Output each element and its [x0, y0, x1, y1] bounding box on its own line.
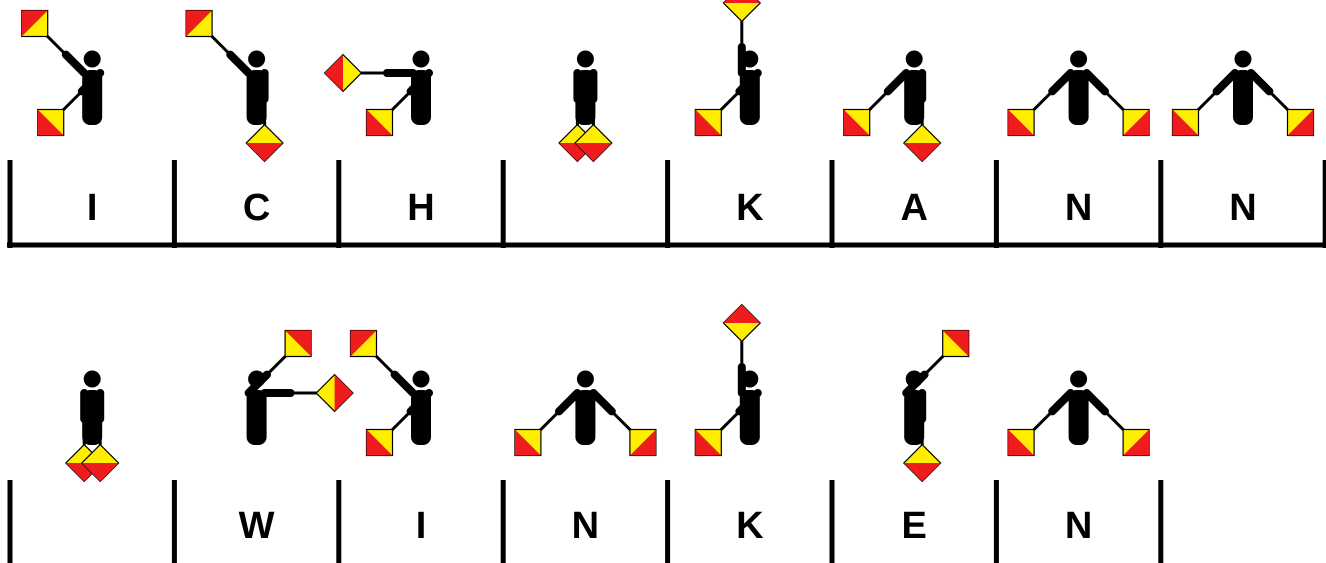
- cell-letter: N: [572, 505, 599, 547]
- cell-letter: W: [239, 505, 275, 547]
- flag: [630, 429, 656, 455]
- semaphore-figure: [1173, 51, 1314, 136]
- semaphore-figure: [559, 51, 612, 162]
- cell-letter: N: [1065, 187, 1092, 229]
- cell-letter: N: [1229, 187, 1256, 229]
- flag: [723, 305, 760, 342]
- flag: [367, 429, 393, 455]
- figure-head: [413, 51, 430, 68]
- semaphore-cell: I: [351, 331, 431, 547]
- flag: [904, 125, 941, 162]
- semaphore-figure: [844, 51, 941, 162]
- figure-head: [906, 51, 923, 68]
- semaphore-cell: E: [902, 331, 969, 547]
- semaphore-figure: [351, 331, 431, 456]
- semaphore-figure: [1008, 371, 1149, 456]
- flag: [38, 109, 64, 135]
- semaphore-cell: K: [695, 305, 764, 547]
- cell-letter: K: [736, 187, 764, 229]
- semaphore-cell: [559, 51, 612, 162]
- figure-head: [1070, 51, 1087, 68]
- flag: [1123, 109, 1149, 135]
- cell-letter: N: [1065, 505, 1092, 547]
- semaphore-figure: [325, 51, 431, 136]
- flag: [325, 55, 362, 92]
- semaphore-cell: C: [186, 11, 283, 229]
- semaphore-figure: [904, 331, 969, 482]
- figure-body: [1069, 390, 1089, 445]
- figure-head: [1235, 51, 1252, 68]
- flag: [1008, 109, 1034, 135]
- flag: [351, 331, 377, 357]
- figure-head: [84, 51, 101, 68]
- cell-letter: E: [902, 505, 927, 547]
- cell-letter: A: [900, 187, 927, 229]
- figure-body: [575, 390, 595, 445]
- semaphore-figure: [1008, 51, 1149, 136]
- semaphore-figure: [186, 11, 283, 162]
- flag: [844, 109, 870, 135]
- semaphore-cell: N: [1008, 51, 1149, 230]
- flag: [1008, 429, 1034, 455]
- figure-head: [577, 371, 594, 388]
- flag: [695, 429, 721, 455]
- flag: [943, 331, 969, 357]
- semaphore-cell: N: [1173, 51, 1314, 230]
- cell-letter: C: [243, 187, 270, 229]
- flag: [1123, 429, 1149, 455]
- figure-head: [577, 51, 594, 68]
- semaphore-cell: A: [844, 51, 941, 230]
- figure-head: [84, 371, 101, 388]
- semaphore-figure: [695, 305, 760, 456]
- cell-letter: H: [407, 187, 434, 229]
- figure-head: [413, 371, 430, 388]
- flag: [723, 0, 760, 21]
- flag: [246, 125, 283, 162]
- semaphore-figure: [66, 371, 119, 482]
- semaphore-cell: N: [1008, 371, 1149, 548]
- flag: [1173, 109, 1199, 135]
- semaphore-figure: [695, 0, 760, 135]
- cell-letter: I: [87, 187, 98, 229]
- flag: [22, 11, 48, 37]
- semaphore-cell: I: [22, 11, 102, 229]
- flag-yellow-half: [723, 0, 760, 21]
- semaphore-cell: [66, 371, 119, 482]
- flag: [695, 109, 721, 135]
- figure-head: [1070, 371, 1087, 388]
- semaphore-figure: [22, 11, 102, 136]
- flag: [367, 109, 393, 135]
- flag: [186, 11, 212, 37]
- semaphore-figure: [247, 331, 353, 445]
- semaphore-figure: [515, 371, 656, 456]
- cell-letter: I: [416, 505, 427, 547]
- flag: [285, 331, 311, 357]
- figure-body: [247, 390, 267, 445]
- figure-body: [1069, 70, 1089, 125]
- flag: [316, 375, 353, 412]
- figure-head: [248, 51, 265, 68]
- flag: [904, 445, 941, 482]
- flag: [1287, 109, 1313, 135]
- cell-letter: K: [736, 505, 764, 547]
- semaphore-cell: K: [695, 0, 764, 229]
- semaphore-cell: W: [239, 331, 353, 547]
- semaphore-cell: N: [515, 371, 656, 548]
- figure-body: [1233, 70, 1253, 125]
- flag: [515, 429, 541, 455]
